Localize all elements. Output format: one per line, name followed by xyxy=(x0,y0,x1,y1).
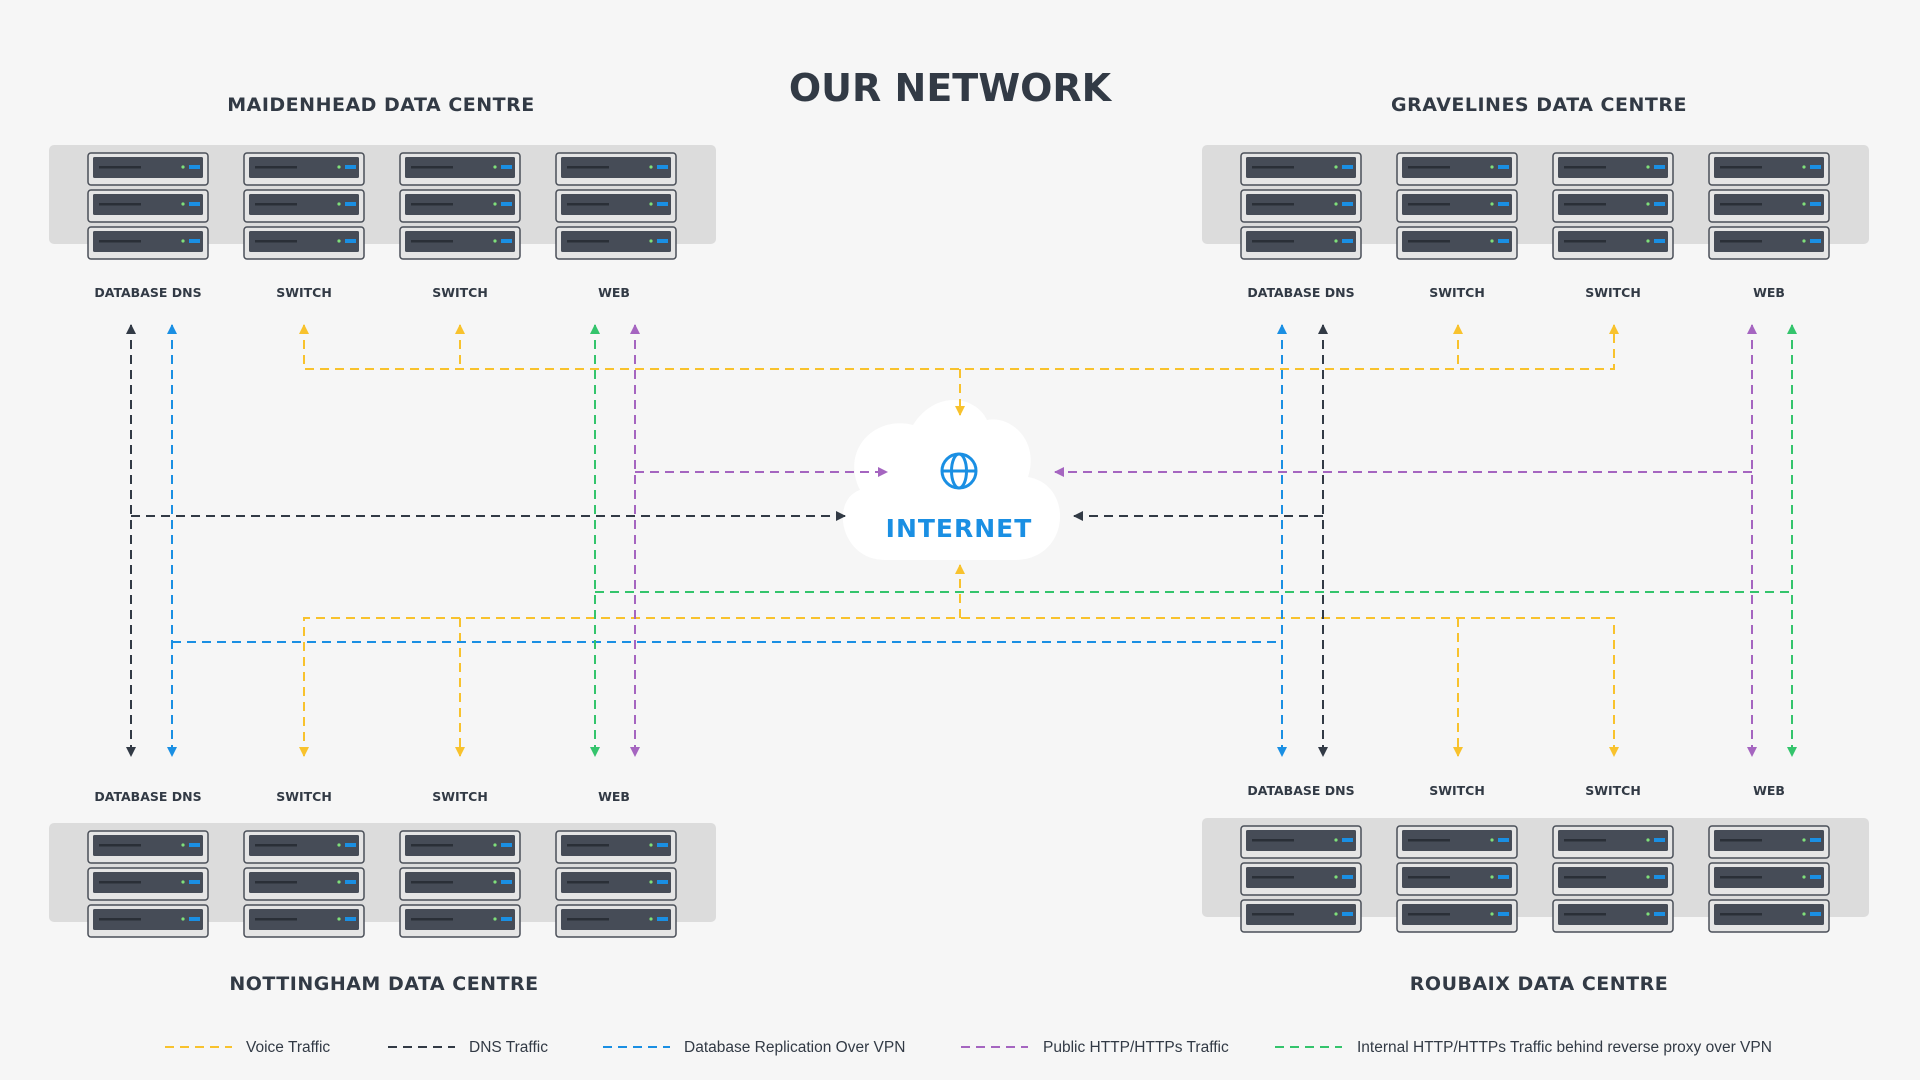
legend: Voice Traffic DNS Traffic Database Repli… xyxy=(165,1039,1772,1056)
legend-label-voice: Voice Traffic xyxy=(246,1039,330,1056)
server-label-maidenhead-switch-2: SWITCH xyxy=(432,285,488,300)
server-label-roubaix-switch-2: SWITCH xyxy=(1585,783,1641,798)
server-label-gravelines-web: WEB xyxy=(1753,285,1785,300)
legend-item-dns: DNS Traffic xyxy=(388,1039,548,1056)
internal-traffic-paths xyxy=(590,324,1797,757)
legend-item-internal: Internal HTTP/HTTPs Traffic behind rever… xyxy=(1275,1039,1772,1056)
server-label-nottingham-web: WEB xyxy=(598,789,630,804)
replication-traffic-paths xyxy=(167,324,1287,757)
legend-label-public: Public HTTP/HTTPs Traffic xyxy=(1043,1039,1229,1056)
server-label-maidenhead-web: WEB xyxy=(598,285,630,300)
server-label-gravelines-database-dns: DATABASE DNS xyxy=(1247,285,1354,300)
legend-item-voice: Voice Traffic xyxy=(165,1039,330,1056)
server-label-nottingham-switch-2: SWITCH xyxy=(432,789,488,804)
rack-maidenhead xyxy=(49,145,716,259)
server-label-gravelines-switch-2: SWITCH xyxy=(1585,285,1641,300)
internet-cloud: INTERNET xyxy=(842,400,1061,560)
dc-title-nottingham: NOTTINGHAM DATA CENTRE xyxy=(229,973,538,995)
page-title: OUR NETWORK xyxy=(789,66,1113,110)
server-label-nottingham-switch-1: SWITCH xyxy=(276,789,332,804)
public-traffic-paths xyxy=(630,324,1757,757)
globe-icon xyxy=(940,452,978,490)
legend-item-replication: Database Replication Over VPN xyxy=(603,1039,905,1056)
dc-title-gravelines: GRAVELINES DATA CENTRE xyxy=(1391,94,1687,116)
rack-gravelines xyxy=(1202,145,1869,259)
dc-title-maidenhead: MAIDENHEAD DATA CENTRE xyxy=(227,94,535,116)
server-label-gravelines-switch-1: SWITCH xyxy=(1429,285,1485,300)
legend-label-dns: DNS Traffic xyxy=(469,1039,548,1056)
server-label-roubaix-database-dns: DATABASE DNS xyxy=(1247,783,1354,798)
rack-roubaix xyxy=(1202,818,1869,932)
server-label-maidenhead-database-dns: DATABASE DNS xyxy=(94,285,201,300)
rack-nottingham xyxy=(49,823,716,937)
server-label-nottingham-database-dns: DATABASE DNS xyxy=(94,789,201,804)
server-label-roubaix-switch-1: SWITCH xyxy=(1429,783,1485,798)
server-label-maidenhead-switch-1: SWITCH xyxy=(276,285,332,300)
internet-label: INTERNET xyxy=(886,514,1033,543)
legend-item-public: Public HTTP/HTTPs Traffic xyxy=(961,1039,1229,1056)
voice-traffic-paths xyxy=(299,324,1619,757)
server-label-roubaix-web: WEB xyxy=(1753,783,1785,798)
dc-title-roubaix: ROUBAIX DATA CENTRE xyxy=(1410,973,1668,995)
legend-label-internal: Internal HTTP/HTTPs Traffic behind rever… xyxy=(1357,1039,1772,1056)
dns-traffic-paths xyxy=(126,324,1328,757)
legend-label-replication: Database Replication Over VPN xyxy=(684,1039,905,1056)
